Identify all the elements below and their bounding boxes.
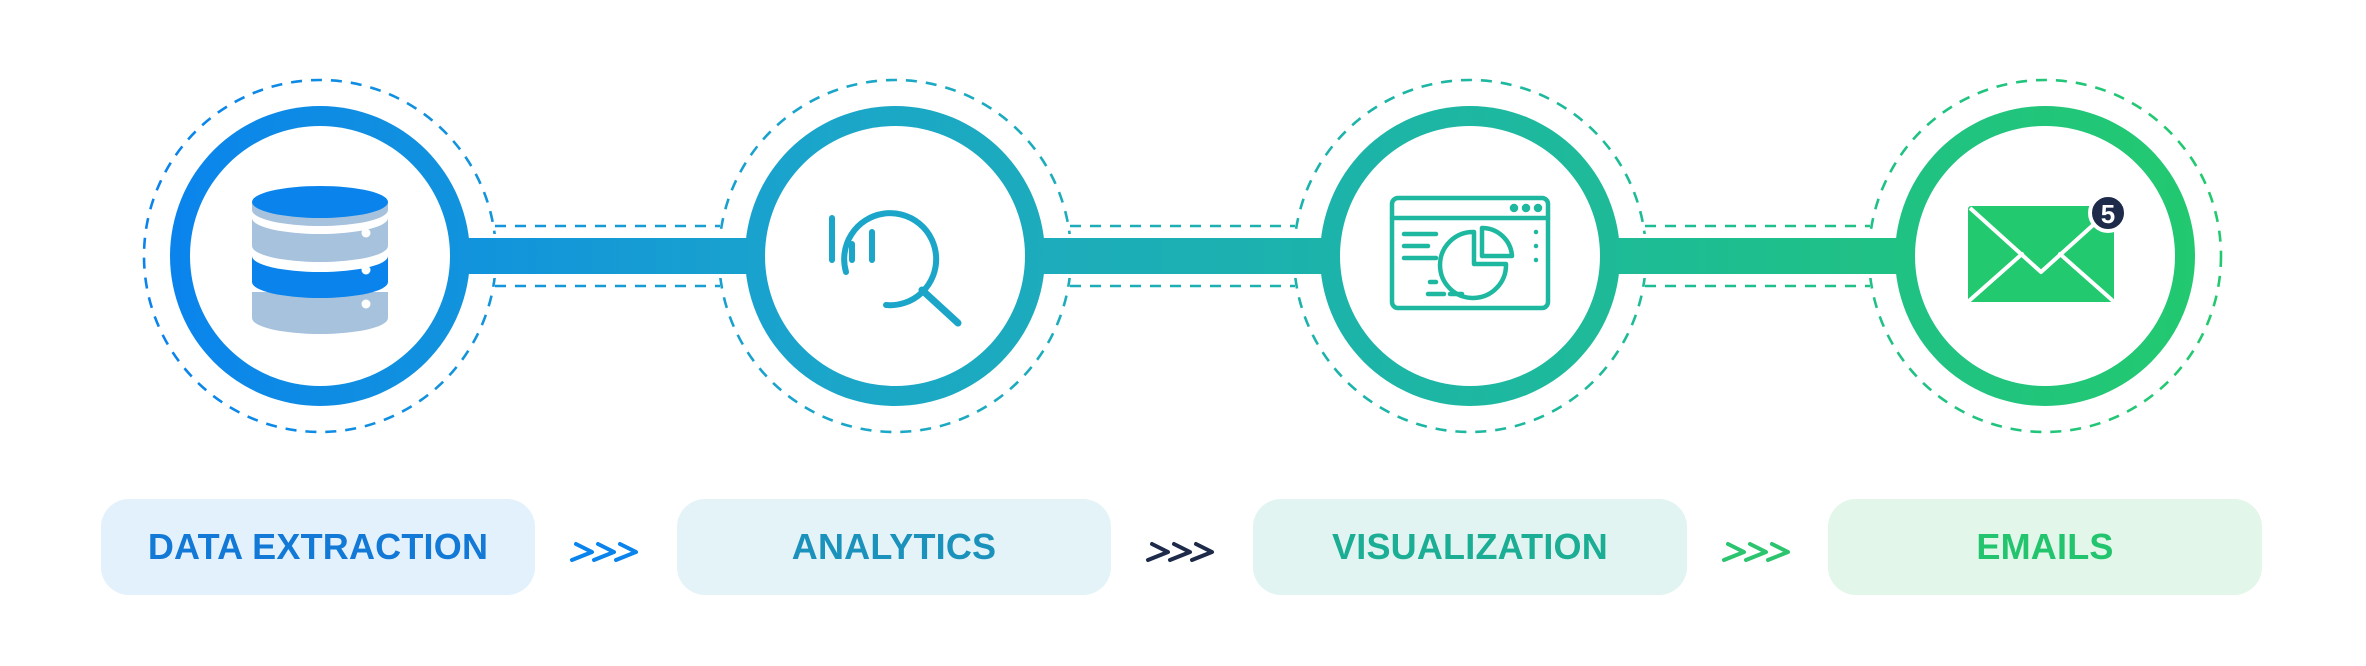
envelope-icon [1968,206,2114,302]
dashboard-pie-chart-icon [1389,195,1551,311]
arrow-chevrons-icon [1722,542,1790,562]
notification-badge: 5 [2088,193,2128,233]
disc-analytics [765,126,1025,386]
database-icon [252,186,388,334]
arrow-chevrons-icon [570,542,638,562]
step-label-data-extraction: DATA EXTRACTION [101,499,535,595]
badge-count: 5 [2101,199,2115,229]
step-label-emails: EMAILS [1828,499,2262,595]
step-label-visualization: VISUALIZATION [1253,499,1687,595]
step-label-analytics: ANALYTICS [677,499,1111,595]
flow-band [170,106,2195,406]
disc-visualization [1340,126,1600,386]
arrow-chevrons-icon [1146,542,1214,562]
magnifier-chart-icon [829,210,962,327]
